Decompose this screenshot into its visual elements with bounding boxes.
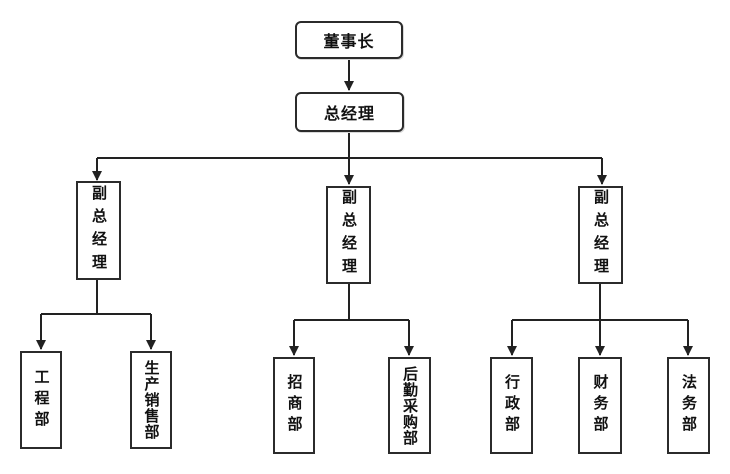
dept-finance-box: 财务部 — [578, 357, 622, 454]
deputy-general-manager-center-box: 副总经理 — [326, 186, 371, 284]
deputy-general-manager-left-box: 副总经理 — [76, 181, 121, 280]
dept-engineering-box: 工程部 — [20, 351, 62, 449]
dept-investment-box: 招商部 — [273, 357, 315, 454]
dept-legal-box: 法务部 — [667, 357, 710, 454]
general-manager-box: 总经理 — [295, 92, 404, 132]
deputy-general-manager-right-box: 副总经理 — [578, 186, 623, 284]
dept-logistics-purchasing-box: 后勤采购部 — [388, 357, 431, 454]
dept-administration-box: 行政部 — [490, 357, 533, 454]
chairman-box: 董事长 — [295, 21, 403, 59]
dept-production-sales-box: 生产销售部 — [130, 351, 172, 449]
